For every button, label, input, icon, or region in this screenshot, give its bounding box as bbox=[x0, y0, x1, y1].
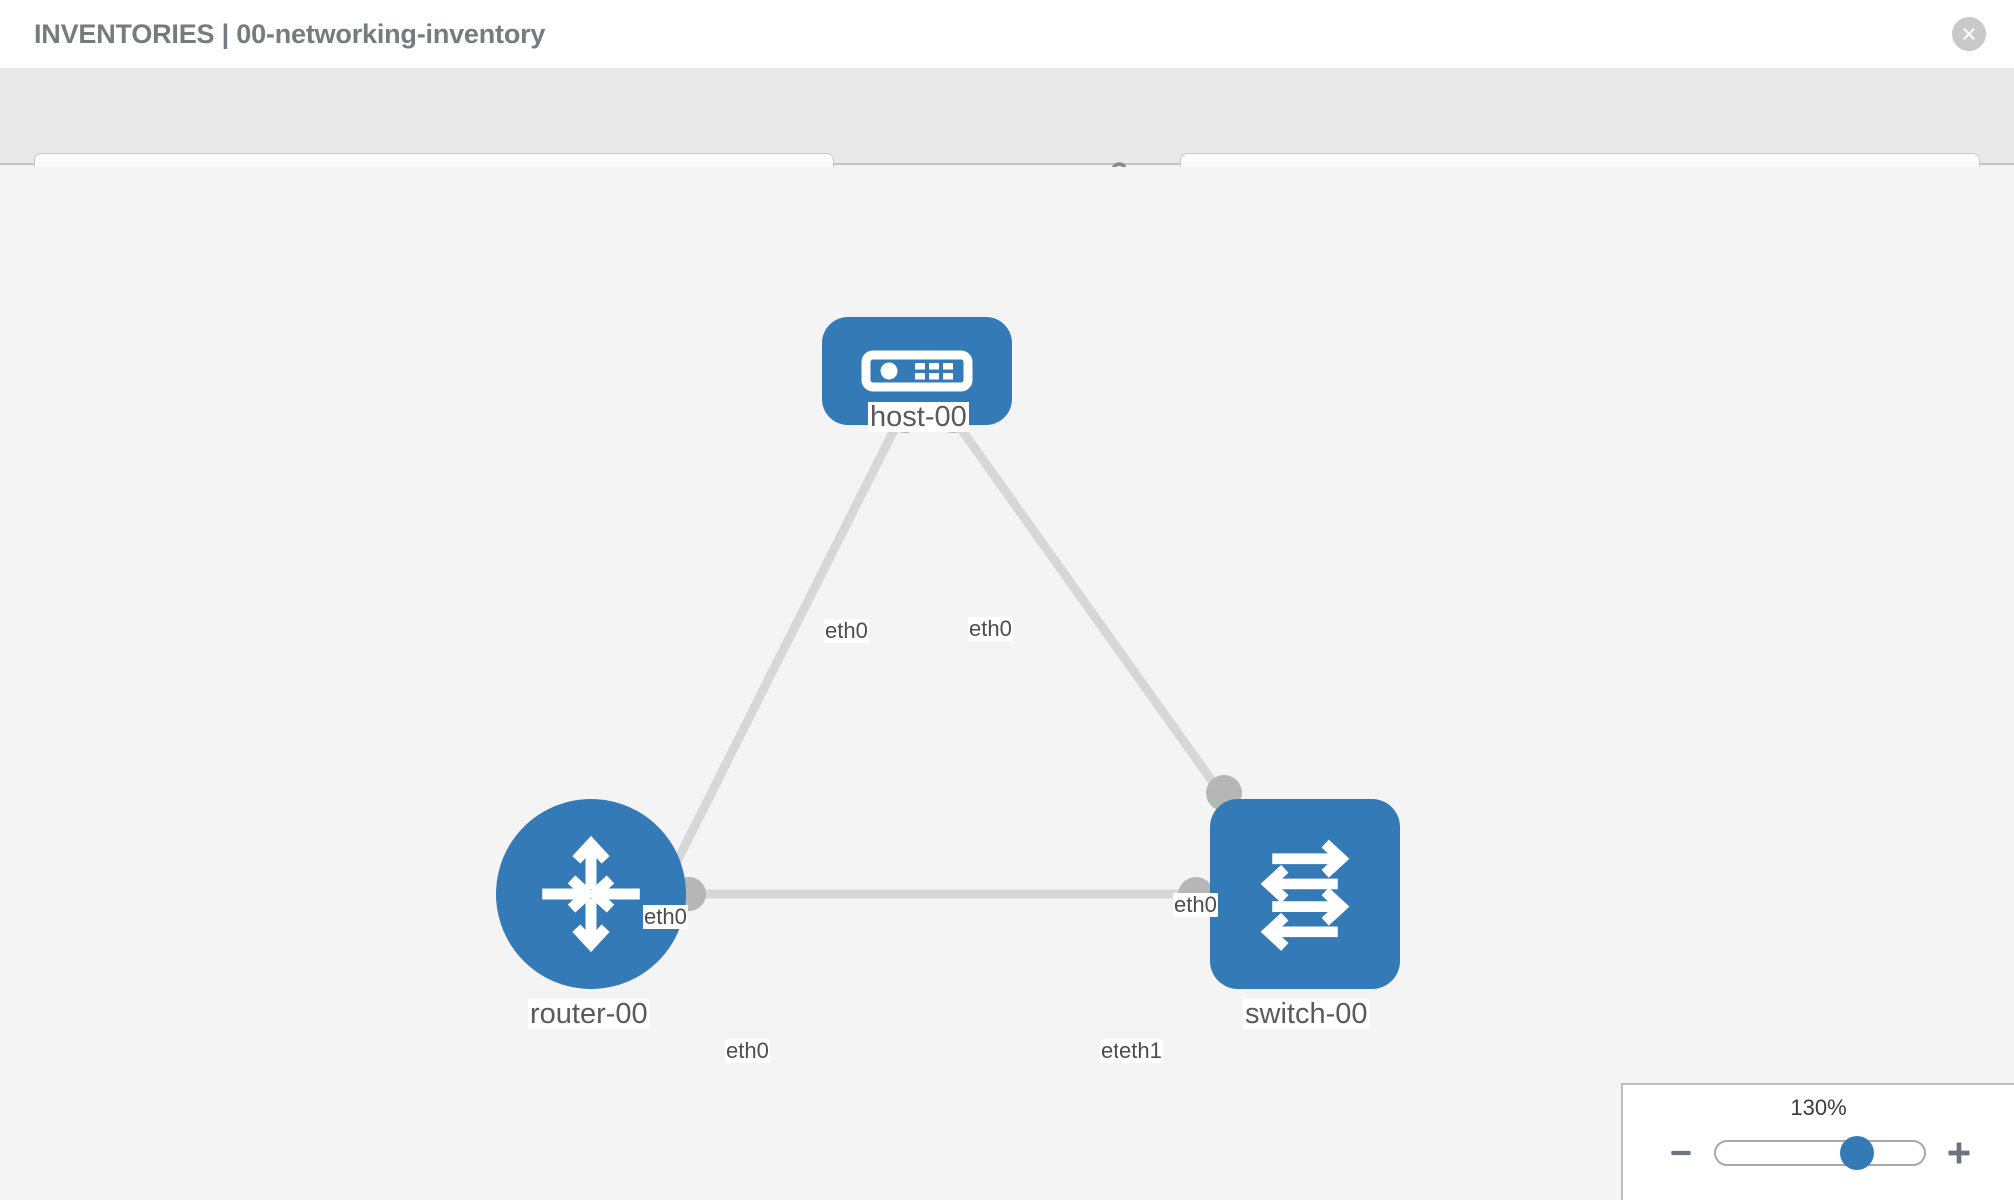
zoom-level-label: 130% bbox=[1790, 1095, 1847, 1120]
zoom-slider-row bbox=[1623, 1133, 2014, 1173]
topology-node-host-00[interactable] bbox=[822, 317, 1012, 425]
edge-host-switch bbox=[952, 419, 1226, 798]
switch-arrows-icon bbox=[1260, 839, 1350, 951]
server-appliance-icon bbox=[861, 350, 973, 392]
close-icon[interactable] bbox=[1952, 17, 1986, 51]
toolbar: ACTIONS SEARCH bbox=[0, 68, 2014, 205]
edge-host-router bbox=[655, 419, 903, 898]
page-title: INVENTORIES | 00-networking-inventory bbox=[34, 18, 546, 49]
zoom-out-button[interactable] bbox=[1666, 1138, 1696, 1168]
zoom-slider-thumb[interactable] bbox=[1839, 1136, 1874, 1170]
zoom-control-panel: 130% bbox=[1621, 1083, 2014, 1200]
zoom-slider[interactable] bbox=[1713, 1136, 1926, 1170]
topology-node-switch-00[interactable] bbox=[1210, 799, 1400, 989]
page-header: INVENTORIES | 00-networking-inventory bbox=[0, 0, 2014, 68]
topology-canvas[interactable]: host-00 router-00 switch-00 eth0 eth0 et… bbox=[0, 167, 2014, 1200]
router-arrows-icon bbox=[542, 835, 640, 953]
plus-icon bbox=[1948, 1142, 1969, 1164]
topology-edges bbox=[655, 419, 1226, 899]
topology-node-router-00[interactable] bbox=[496, 799, 686, 989]
zoom-in-button[interactable] bbox=[1944, 1138, 1974, 1168]
minus-icon bbox=[1670, 1150, 1691, 1156]
